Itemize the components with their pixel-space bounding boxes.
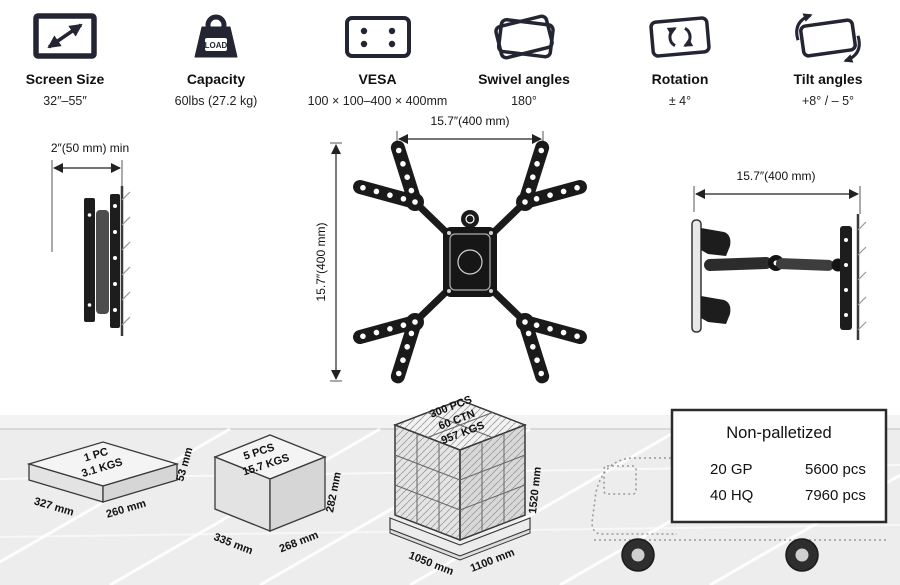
single-box-length: 327 mm (32, 496, 75, 519)
single-box-width: 260 mm (105, 497, 148, 520)
spec-label: Rotation (651, 71, 709, 87)
container-row-type: 20 GP (710, 461, 753, 478)
rotation-icon (610, 6, 750, 68)
front-width-dimension: 15.7″(400 mm) (431, 114, 510, 128)
folded-mount-profile (84, 194, 120, 328)
container-row-qty: 7960 pcs (805, 487, 866, 504)
single-box (26, 441, 180, 503)
container-title: Non-palletized (726, 424, 831, 442)
container-row-qty: 5600 pcs (805, 461, 866, 478)
spec-label: Swivel angles (478, 71, 570, 87)
truck-figure: Non-palletized 20 GP 5600 pcs 40 HQ 7960… (591, 408, 888, 572)
spec-screen-size: Screen Size 32″–55″ (2, 6, 128, 108)
tilt-angles-icon (758, 6, 898, 68)
spec-label: VESA (358, 71, 397, 87)
truck-cab-outline (591, 457, 888, 541)
spec-capacity: LOAD Capacity 60lbs (27.2 kg) (146, 6, 286, 108)
wall-hatching (857, 221, 867, 331)
pallet-base (389, 517, 531, 561)
vesa-icon (290, 6, 465, 68)
carton-division-lines (394, 412, 526, 532)
folded-depth-dimension: 2″(50 mm) min (51, 141, 129, 155)
master-carton-figure: 5 PCS 15.7 KGS 335 mm 268 mm 282 mm (212, 434, 344, 557)
swivel-angles-icon (458, 6, 590, 68)
tv-bracket (691, 219, 731, 333)
spec-label: Screen Size (25, 71, 105, 87)
carton-height: 282 mm (324, 471, 344, 514)
spec-value: 32″–55″ (43, 94, 87, 108)
wall-hatching (121, 191, 131, 326)
pallet-height: 1520 mm (527, 466, 544, 514)
wall-plate (840, 226, 852, 330)
truck-wheels (621, 538, 819, 572)
pallet-figure: 300 PCS 60 CTN 957 KGS 1050 mm 1100 mm 1… (389, 394, 544, 578)
spec-value: +8° / – 5° (801, 94, 855, 108)
capacity-icon: LOAD (146, 6, 286, 68)
spec-value: ± 4° (668, 94, 692, 108)
extended-side-view: 15.7″(400 mm) (691, 169, 867, 340)
spec-value: 60lbs (27.2 kg) (174, 94, 258, 108)
spec-label: Capacity (186, 71, 246, 87)
center-plate (443, 210, 497, 297)
spec-value: 180° (511, 94, 537, 108)
carton-width: 268 mm (278, 529, 321, 555)
corner-pivots (406, 193, 534, 331)
container-info-box: Non-palletized 20 GP 5600 pcs 40 HQ 7960… (670, 408, 888, 524)
load-icon-text: LOAD (205, 41, 228, 50)
spec-label: Tilt angles (793, 71, 863, 87)
spec-vesa: VESA 100 × 100–400 × 400mm (290, 6, 465, 108)
folded-side-view: 2″(50 mm) min (51, 141, 131, 336)
front-view: 15.7″(400 mm) 15.7″(400 mm) (314, 114, 589, 386)
master-carton-box (213, 434, 327, 532)
spec-tilt: Tilt angles +8° / – 5° (758, 6, 898, 108)
front-height-dimension: 15.7″(400 mm) (314, 223, 328, 302)
screen-size-icon (2, 6, 128, 68)
spec-rotation: Rotation ± 4° (610, 6, 750, 108)
spec-swivel: Swivel angles 180° (458, 6, 590, 108)
spec-value: 100 × 100–400 × 400mm (307, 94, 448, 108)
carton-length: 335 mm (212, 531, 255, 557)
container-row-type: 40 HQ (710, 487, 753, 504)
articulating-arm (704, 255, 845, 272)
single-box-figure: 1 PC 3.1 KGS 327 mm 260 mm 53 mm (26, 441, 196, 521)
extended-width-dimension: 15.7″(400 mm) (737, 169, 816, 183)
